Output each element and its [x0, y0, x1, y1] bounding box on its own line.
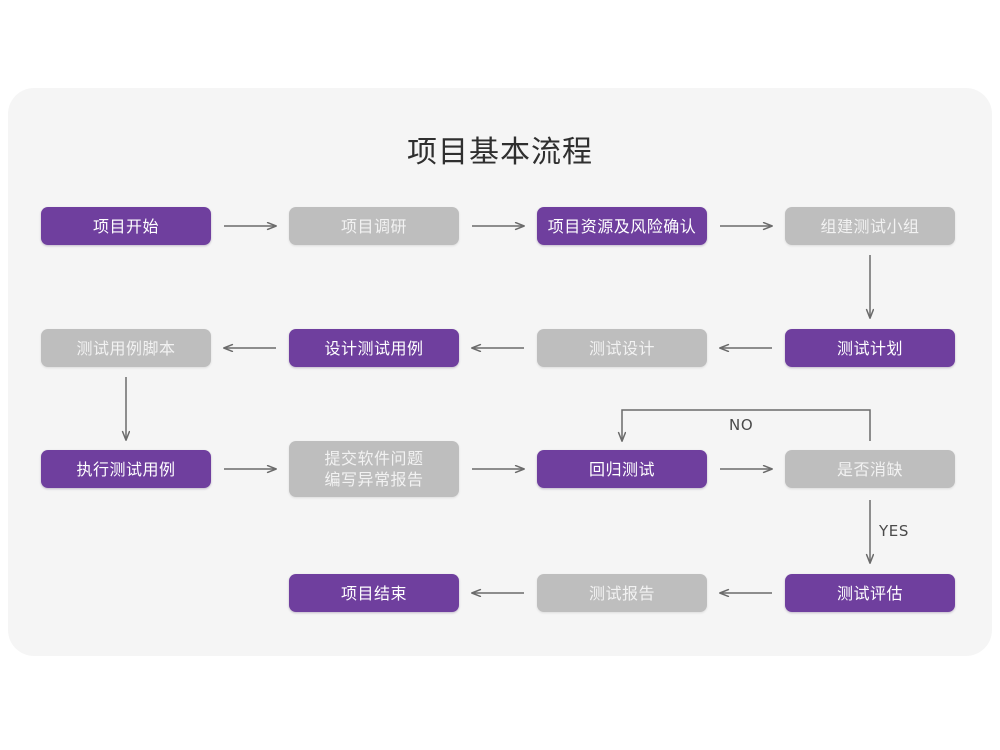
node-project-research[interactable]: 项目调研 [289, 207, 459, 245]
node-execute-test-case[interactable]: 执行测试用例 [41, 450, 211, 488]
node-regression-test[interactable]: 回归测试 [537, 450, 707, 488]
flowchart-card [8, 88, 992, 656]
edge-label-yes: YES [879, 522, 909, 540]
node-test-report[interactable]: 测试报告 [537, 574, 707, 612]
node-resource-risk-confirm[interactable]: 项目资源及风险确认 [537, 207, 707, 245]
node-project-end[interactable]: 项目结束 [289, 574, 459, 612]
node-test-design[interactable]: 测试设计 [537, 329, 707, 367]
node-test-evaluation[interactable]: 测试评估 [785, 574, 955, 612]
node-test-case-script[interactable]: 测试用例脚本 [41, 329, 211, 367]
node-project-start[interactable]: 项目开始 [41, 207, 211, 245]
page-title: 项目基本流程 [407, 135, 593, 170]
node-design-test-case[interactable]: 设计测试用例 [289, 329, 459, 367]
node-test-plan[interactable]: 测试计划 [785, 329, 955, 367]
node-submit-issue-report[interactable]: 提交软件问题 编写异常报告 [289, 441, 459, 497]
edge-label-no: NO [729, 416, 754, 434]
node-defect-cleared[interactable]: 是否消缺 [785, 450, 955, 488]
node-build-test-team[interactable]: 组建测试小组 [785, 207, 955, 245]
